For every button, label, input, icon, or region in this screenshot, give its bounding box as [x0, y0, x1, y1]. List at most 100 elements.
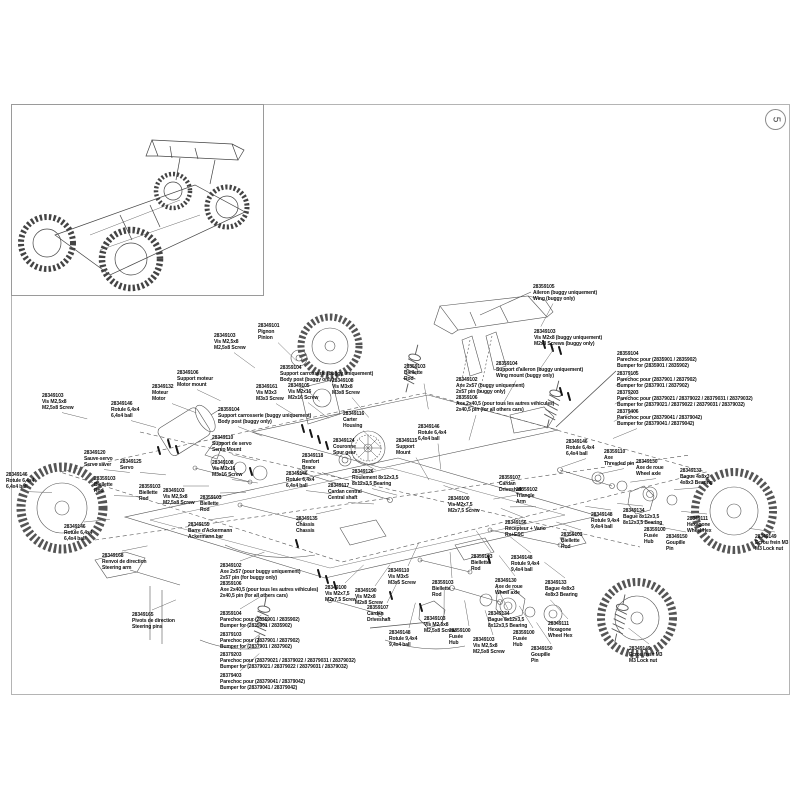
- part-label-line: 6,4x4 ball: [418, 436, 440, 443]
- part-label-line: 28349103: [42, 393, 64, 399]
- part-label-line: 6,4x4 ball: [111, 413, 133, 420]
- leader-line: [536, 622, 552, 645]
- part-label-line: 28349111: [687, 516, 708, 522]
- part-label-line: M3x16 Screw: [212, 472, 243, 479]
- part-label-line: 28349146: [111, 401, 133, 407]
- part-label-line: 28349103: [424, 616, 446, 622]
- part-label-line: 28349103: [163, 488, 185, 494]
- exploded-view-art: [16, 291, 777, 658]
- part-label-line: Renvoi de direction: [102, 559, 147, 566]
- part-label-line: 28349134: [488, 611, 510, 617]
- leader-line: [415, 457, 430, 481]
- part-label-line: M2,5x8 Screw: [473, 649, 505, 656]
- leader-line: [231, 479, 258, 484]
- part-label-line: 28349134: [623, 508, 645, 514]
- part-label-line: Ecrou frein M3: [629, 652, 663, 659]
- part-label-line: Rx+ESC: [505, 532, 524, 539]
- part-label-line: 28349125: [120, 459, 142, 465]
- part-label-line: 28359110: [604, 449, 626, 455]
- leader-line: [362, 430, 383, 449]
- part-label-line: Ecrou frein M3: [755, 540, 789, 547]
- part-label-line: Rotule 9,4x4: [591, 518, 620, 525]
- leader-line: [617, 503, 644, 507]
- part-label-line: Renfort: [302, 459, 320, 466]
- part-label-line: M2x16 Screw: [288, 395, 319, 402]
- part-label-line: 28379406: [617, 409, 639, 415]
- part-label-line: Support d'aileron (buggy uniquement): [496, 367, 584, 374]
- part-label-line: Barre d'Ackermann: [188, 528, 233, 535]
- part-label-line: Rotule 9,4x4: [389, 636, 418, 643]
- part-label-line: Parechoc pour (28379041 / 28379042): [617, 415, 702, 422]
- leader-line: [495, 585, 509, 610]
- part-label-line: Pin: [531, 658, 539, 665]
- part-label-line: 28349106: [177, 370, 199, 376]
- leader-line: [305, 490, 332, 495]
- leader-line: [493, 494, 520, 500]
- part-label-line: 28349148: [511, 555, 533, 561]
- part-label-line: Body post (buggy only): [280, 377, 334, 384]
- part-label-line: 28349133: [680, 468, 702, 474]
- part-label-line: 28349168: [102, 553, 124, 559]
- part-label-line: Rod: [200, 507, 210, 514]
- part-label-line: Vis M2x7,5: [325, 591, 350, 598]
- leader-line: [237, 426, 263, 437]
- leader-line: [275, 403, 299, 418]
- part-label-line: Chassis: [296, 528, 315, 535]
- leader-lines: [25, 303, 776, 672]
- part-label-line: Steering pins: [132, 624, 163, 631]
- part-label-line: Brace: [302, 465, 316, 472]
- part-label-line: M2,5x8 Screw: [163, 500, 195, 507]
- part-label-line: Rotule 6,4x4: [286, 477, 315, 484]
- part-label-line: 6,4x4 ball: [566, 451, 588, 458]
- part-label-line: 28349165: [132, 612, 154, 618]
- part-label-line: Motor mount: [177, 382, 207, 389]
- part-label-line: Rod: [561, 544, 571, 551]
- part-label-line: Rod: [94, 488, 104, 495]
- leader-line: [561, 458, 587, 468]
- page-frame: [11, 104, 790, 695]
- part-label-line: 28349130: [495, 578, 517, 584]
- part-label-line: 2x57 pin (buggy only): [456, 389, 506, 396]
- part-label-line: 28359107: [367, 605, 389, 611]
- part-label-line: 28349110: [212, 435, 234, 441]
- part-label-line: 28349148: [389, 630, 411, 636]
- part-label-line: Fusée: [513, 636, 527, 643]
- part-label-line: Vis M2,5x8: [42, 399, 67, 406]
- part-label-line: 28349132: [152, 384, 174, 390]
- part-label-line: Biellette: [139, 490, 158, 497]
- leader-line: [749, 528, 776, 533]
- leader-line: [239, 633, 261, 651]
- part-label-line: Wheel Hex: [548, 633, 573, 640]
- part-label-line: Pivots de direction: [132, 618, 175, 625]
- part-label-line: 28349103: [473, 637, 495, 643]
- part-label-line: Housing: [343, 423, 363, 430]
- part-label-line: 28359103: [471, 554, 493, 560]
- part-label-line: 6,4x4 ball: [6, 484, 28, 491]
- part-label-line: Parechoc pour (2837901 / 2837902): [220, 638, 300, 645]
- leader-line: [239, 653, 260, 672]
- part-label-line: Parechoc pour (2837901 / 2837902): [617, 377, 697, 384]
